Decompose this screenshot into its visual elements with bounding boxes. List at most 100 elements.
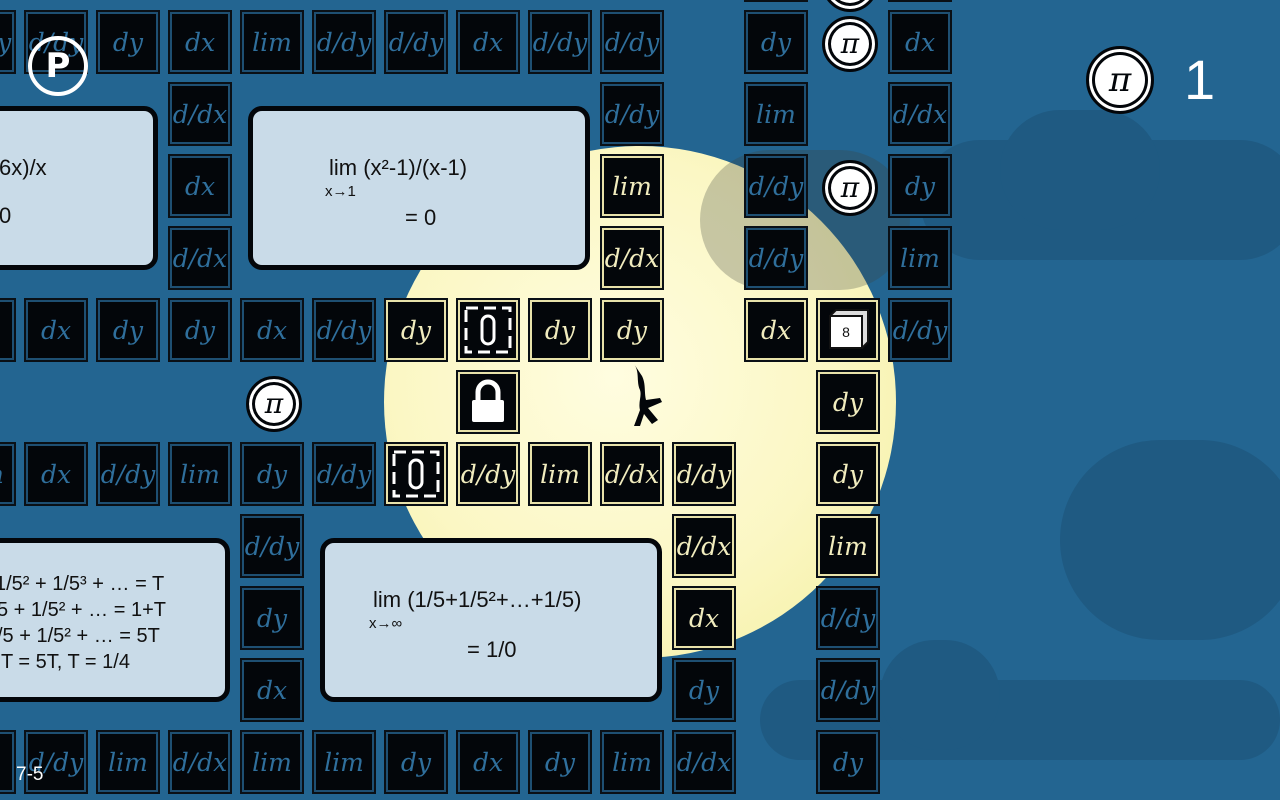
- math-tile-label: d/dy: [892, 315, 948, 345]
- math-tile-label: dx: [256, 315, 288, 345]
- dice-icon: [829, 309, 869, 349]
- math-tile: dy: [744, 0, 808, 2]
- math-tile: d/dx: [168, 226, 232, 290]
- math-tile: d/dy: [0, 10, 16, 74]
- math-tile-label: d/dy: [316, 315, 372, 345]
- formula-panel: lim (1/5+1/5²+…+1/5) x→∞ = 1/0: [320, 538, 662, 702]
- dice-block[interactable]: 8: [816, 298, 880, 362]
- pause-button[interactable]: P: [28, 36, 88, 96]
- math-tile: d/dy: [672, 442, 736, 506]
- math-tile-label: dx: [184, 27, 216, 57]
- pi-glyph: π: [840, 171, 860, 204]
- math-tile: dy: [888, 0, 952, 2]
- math-tile-label: lim: [252, 747, 292, 777]
- pi-icon: π: [1108, 60, 1132, 100]
- math-tile-label: dy: [688, 675, 720, 705]
- math-tile: lim: [312, 730, 376, 794]
- math-tile-label: d/dy: [604, 99, 660, 129]
- math-tile: dx: [240, 298, 304, 362]
- math-tile: dx: [240, 658, 304, 722]
- math-tile: d/dy: [816, 658, 880, 722]
- math-tile-label: dy: [112, 315, 144, 345]
- pi-coin[interactable]: π: [822, 16, 878, 72]
- math-tile-label: d/dy: [316, 459, 372, 489]
- math-tile-label: d/dy: [676, 459, 732, 489]
- math-tile: lim: [888, 226, 952, 290]
- math-tile: lim: [600, 154, 664, 218]
- math-tile-label: dy: [400, 315, 432, 345]
- math-tile: dy: [672, 658, 736, 722]
- pi-coin-edge: [822, 0, 878, 12]
- math-tile-label: dy: [616, 315, 648, 345]
- math-tile-label: dx: [184, 171, 216, 201]
- math-tile-label: d/dy: [0, 28, 11, 57]
- math-tile: d/dy: [744, 154, 808, 218]
- switch-block[interactable]: [384, 442, 448, 506]
- math-tile: d/dy: [528, 10, 592, 74]
- math-tile: dy: [96, 10, 160, 74]
- math-tile: dy: [168, 298, 232, 362]
- math-tile-label: d/dx: [604, 243, 660, 273]
- math-tile-label: dx: [904, 27, 936, 57]
- switch-block-icon: [392, 450, 440, 498]
- math-tile: dy: [744, 10, 808, 74]
- math-tile-label: dy: [400, 747, 432, 777]
- pi-counter-icon: π: [1086, 46, 1154, 114]
- math-tile-label: dy: [832, 387, 864, 417]
- math-tile-label: d/dy: [820, 675, 876, 705]
- math-tile: lim: [240, 730, 304, 794]
- pi-glyph: π: [264, 387, 284, 420]
- math-tile: dy: [816, 730, 880, 794]
- math-tile: d/dy: [312, 298, 376, 362]
- math-tile: dy: [384, 298, 448, 362]
- math-tile-label: dy: [832, 747, 864, 777]
- math-tile: dy: [888, 154, 952, 218]
- math-tile: lim: [600, 730, 664, 794]
- pi-coin[interactable]: π: [822, 160, 878, 216]
- lock-block[interactable]: [456, 370, 520, 434]
- math-tile-label: dy: [904, 171, 936, 201]
- math-tile-label: lim: [108, 747, 148, 777]
- math-tile: dx: [168, 10, 232, 74]
- math-tile-label: dx: [472, 27, 504, 57]
- formula-line: 0: [0, 203, 12, 228]
- formula-subscript: x→∞: [369, 615, 403, 632]
- math-tile: dy: [600, 298, 664, 362]
- formula-line: 5 + 1/5² + … = 1+T: [0, 599, 166, 621]
- math-tile-label: dy: [256, 603, 288, 633]
- math-tile: dx: [24, 442, 88, 506]
- math-tile-label: dx: [256, 675, 288, 705]
- math-tile: dy: [528, 730, 592, 794]
- math-tile-label: dy: [760, 27, 792, 57]
- math-tile: d/dx: [600, 442, 664, 506]
- pause-glyph: P: [45, 46, 71, 86]
- pi-coin[interactable]: π: [246, 376, 302, 432]
- math-tile-label: lim: [756, 99, 796, 129]
- lock-icon: [472, 379, 504, 422]
- math-tile-label: d/dy: [820, 603, 876, 633]
- math-tile: d/dx: [600, 226, 664, 290]
- math-tile: lim: [168, 442, 232, 506]
- math-tile: d/dy: [96, 442, 160, 506]
- switch-block[interactable]: [456, 298, 520, 362]
- math-tile: lim: [96, 730, 160, 794]
- cloud: [1060, 440, 1280, 640]
- math-tile: lim: [240, 10, 304, 74]
- math-tile-label: lim: [180, 459, 220, 489]
- formula-panel: lim (x²-1)/(x-1) x→1 = 0: [248, 106, 590, 270]
- formula-panel: 6x)/x 0: [0, 106, 158, 270]
- math-tile-label: dx: [40, 459, 72, 489]
- math-tile-label: dy: [544, 315, 576, 345]
- formula-line: T = 5T, T = 1/4: [1, 651, 130, 673]
- pi-counter-value: 1: [1184, 48, 1216, 111]
- math-tile: d/dy: [600, 10, 664, 74]
- pi-icon: π: [264, 387, 284, 420]
- math-tile: dy: [528, 298, 592, 362]
- math-tile: dy: [240, 442, 304, 506]
- math-tile: d/dy: [384, 10, 448, 74]
- math-tile: dy: [96, 298, 160, 362]
- math-tile: dx: [888, 10, 952, 74]
- math-tile-label: lim: [612, 171, 652, 201]
- math-tile: dy: [816, 370, 880, 434]
- math-tile: lim: [816, 514, 880, 578]
